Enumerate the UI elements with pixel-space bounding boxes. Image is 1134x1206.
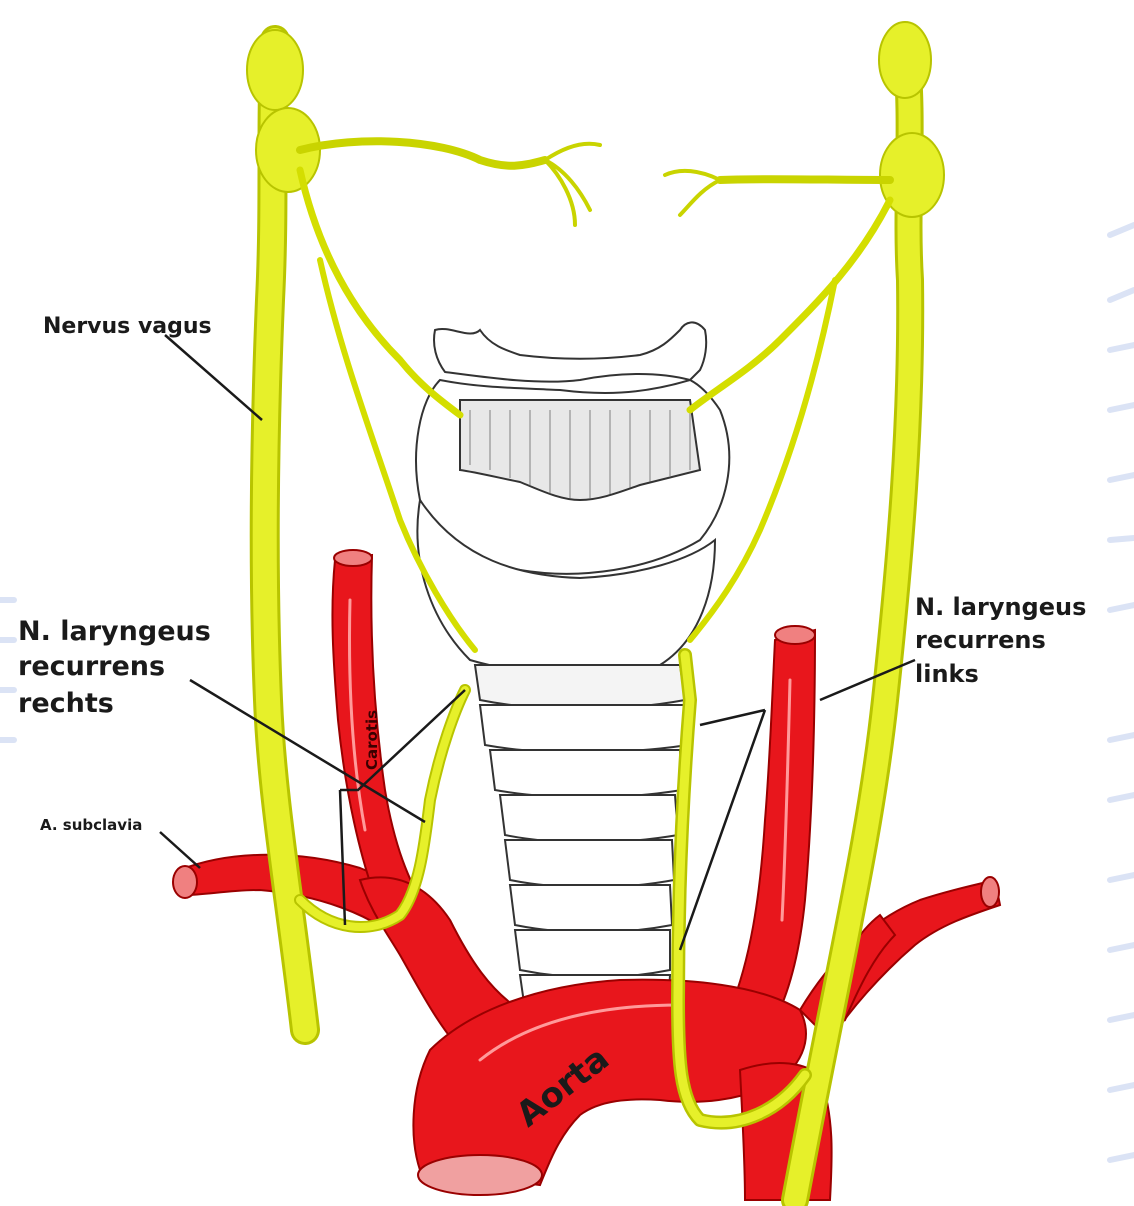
pharyngeal-branch-left — [720, 179, 890, 180]
superior-laryngeal-right — [300, 170, 460, 415]
leader-subclavia — [160, 832, 200, 868]
label-subclavia: A. subclavia — [40, 816, 142, 834]
epiglottis — [434, 322, 706, 381]
label-recurrens-rechts-line2: recurrens — [18, 651, 165, 682]
superior-laryngeal-left — [690, 200, 890, 410]
label-nervus-vagus: Nervus vagus — [43, 314, 212, 339]
label-recurrens-links-line2: recurrens — [915, 626, 1046, 654]
pharyngeal-branch-right — [300, 141, 545, 165]
leader-nervus-vagus — [165, 335, 262, 420]
carotis-right-end — [334, 550, 372, 566]
carotis-left-end — [775, 626, 815, 644]
subclavia-left-end — [981, 877, 999, 907]
label-recurrens-rechts-line1: N. laryngeus — [18, 616, 211, 647]
carotis-left — [730, 630, 815, 1020]
label-carotis: Carotis — [363, 710, 381, 770]
label-recurrens-rechts-line3: rechts — [18, 688, 114, 719]
trachea — [475, 665, 688, 1016]
label-recurrens-links-line1: N. laryngeus — [915, 593, 1086, 621]
aorta-end — [418, 1155, 542, 1195]
ganglion-left-upper — [879, 22, 931, 98]
label-recurrens-links-line3: links — [915, 660, 979, 688]
leader-recurrens-rechts — [190, 680, 425, 822]
subclavia-right-end — [173, 866, 197, 898]
ganglion-right-upper — [247, 30, 303, 110]
